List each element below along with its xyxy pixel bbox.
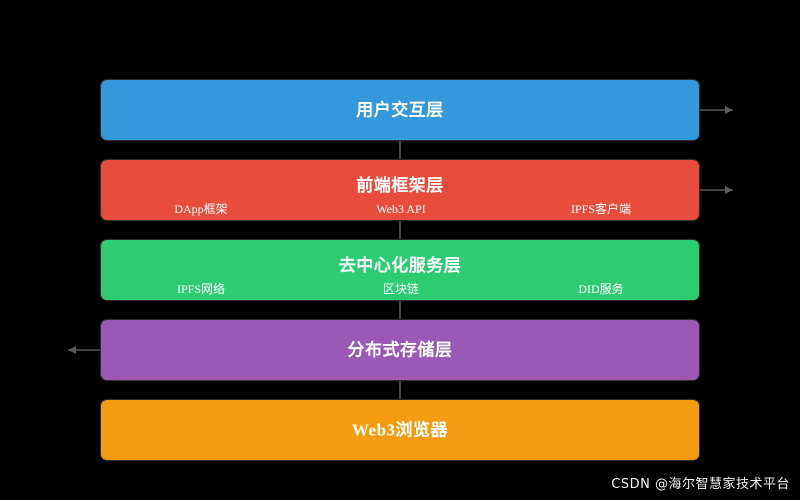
sublabel-ipfs-network: IPFS网络 — [176, 282, 226, 296]
sublabel-ipfs-client: IPFS客户端 — [570, 202, 632, 216]
layer-title-decentralized-service: 去中心化服务层 — [338, 256, 462, 275]
sublabel-did-service: DID服务 — [578, 282, 624, 296]
sublabel-blockchain: 区块链 — [382, 282, 419, 296]
sublabel-dapp-framework: DApp框架 — [174, 202, 228, 216]
layer-box-distributed-storage[interactable]: 分布式存储层 — [100, 319, 700, 381]
layer-title-user-interaction: 用户交互层 — [356, 100, 444, 120]
layer-box-web3-browser[interactable]: Web3浏览器 — [100, 399, 700, 461]
layer-title-frontend-framework: 前端框架层 — [356, 176, 444, 195]
layer-title-web3-browser: Web3浏览器 — [351, 420, 449, 440]
layer-box-decentralized-service[interactable]: 去中心化服务层 IPFS网络 区块链 DID服务 — [100, 239, 700, 301]
layer-box-frontend-framework[interactable]: 前端框架层 DApp框架 Web3 API IPFS客户端 — [100, 159, 700, 221]
sublabel-row-decentralized-service: IPFS网络 区块链 DID服务 — [101, 283, 699, 299]
sublabel-row-frontend-framework: DApp框架 Web3 API IPFS客户端 — [101, 203, 699, 219]
arrow-right-from-frontend-layer — [700, 186, 733, 194]
layer-title-distributed-storage: 分布式存储层 — [347, 340, 453, 360]
watermark-text: CSDN @海尔智慧家技术平台 — [611, 477, 790, 492]
sublabel-web3-api: Web3 API — [376, 202, 426, 216]
arrow-right-from-user-layer — [700, 106, 733, 114]
layer-box-user-interaction[interactable]: 用户交互层 — [100, 79, 700, 141]
arrow-left-from-storage-layer — [68, 346, 100, 354]
